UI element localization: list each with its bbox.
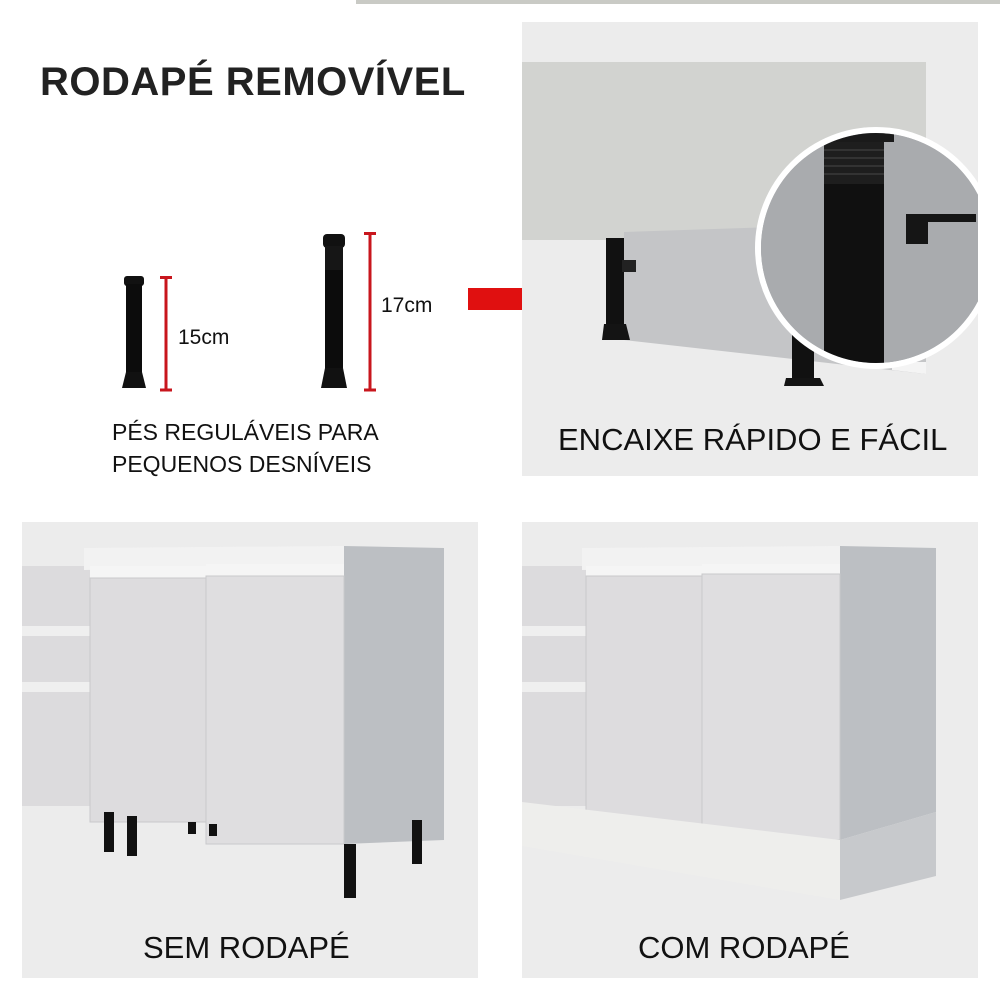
short-dimension-line — [160, 276, 172, 392]
quick-fit-panel: ENCAIXE RÁPIDO E FÁCIL — [522, 22, 978, 476]
short-leg-image — [122, 276, 146, 388]
tall-leg-label: 17cm — [381, 294, 433, 317]
top-divider-bar — [356, 0, 1000, 4]
without-baseboard-panel: SEM RODAPÉ — [22, 522, 478, 978]
cabinet-without-baseboard-illustration — [22, 546, 444, 898]
legs-caption-line2: PEQUENOS DESNÍVEIS — [112, 451, 372, 477]
quick-fit-caption: ENCAIXE RÁPIDO E FÁCIL — [558, 422, 948, 457]
with-baseboard-panel: COM RODAPÉ — [522, 522, 978, 978]
with-baseboard-caption: COM RODAPÉ — [638, 930, 850, 965]
quick-fit-illustration — [522, 62, 978, 386]
legs-caption-line1: PÉS REGULÁVEIS PARA — [112, 419, 379, 445]
short-leg-label: 15cm — [178, 326, 230, 349]
legs-caption: PÉS REGULÁVEIS PARA PEQUENOS DESNÍVEIS — [112, 416, 379, 480]
tall-dimension-line — [364, 232, 376, 392]
without-baseboard-caption: SEM RODAPÉ — [143, 930, 350, 965]
tall-leg-image — [321, 234, 347, 388]
page-title: RODAPÉ REMOVÍVEL — [40, 60, 466, 104]
cabinet-with-baseboard-illustration — [522, 546, 936, 900]
